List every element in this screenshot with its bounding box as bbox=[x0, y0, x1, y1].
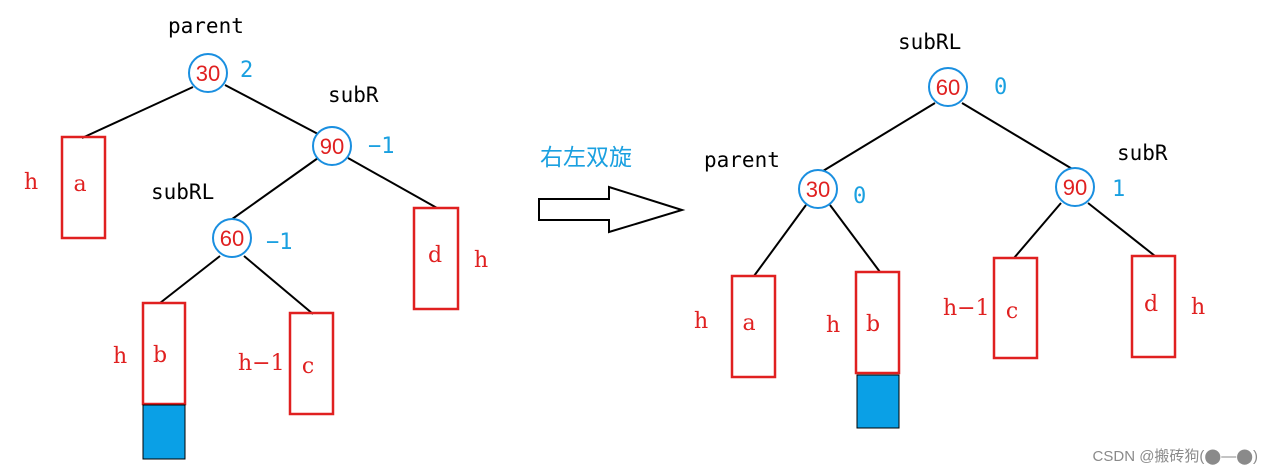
node-30-r-balance: 0 bbox=[853, 184, 866, 209]
node-60-value: 60 bbox=[220, 226, 244, 251]
subtree-d-r-height: h bbox=[1191, 295, 1205, 320]
node-90 bbox=[312, 126, 352, 166]
subtree-c bbox=[288, 311, 335, 416]
node-60-balance: −1 bbox=[266, 230, 293, 255]
subtree-a-height: h bbox=[24, 170, 38, 195]
left-tree: 30 2 parent 90 −1 subR 60 −1 subRL a h d… bbox=[24, 14, 488, 460]
subtree-b-r bbox=[854, 270, 901, 375]
rotation-arrow: 右左双旋 bbox=[538, 145, 686, 234]
node-90-r-value: 90 bbox=[1063, 175, 1087, 200]
parent-label: parent bbox=[168, 14, 244, 38]
node-60-r-value: 60 bbox=[936, 75, 960, 100]
subtree-d-r bbox=[1130, 254, 1177, 359]
node-60-r bbox=[928, 67, 968, 107]
node-90-r-balance: 1 bbox=[1112, 177, 1125, 202]
subtree-d-letter: d bbox=[428, 243, 442, 268]
subtree-b-letter: b bbox=[153, 343, 167, 368]
inserted-block bbox=[142, 404, 186, 460]
subR-label: subR bbox=[328, 83, 379, 107]
node-30 bbox=[188, 53, 228, 93]
subRL-label-r: subRL bbox=[898, 30, 961, 54]
edge-60-c bbox=[243, 255, 314, 315]
subtree-c-letter: c bbox=[302, 354, 314, 379]
edge-60-90 bbox=[961, 102, 1075, 171]
subtree-c-height: h−1 bbox=[238, 351, 285, 376]
rotation-caption: 右左双旋 bbox=[540, 145, 632, 171]
subRL-label: subRL bbox=[151, 180, 214, 204]
subtree-a bbox=[60, 135, 107, 240]
subtree-d-height: h bbox=[474, 248, 488, 273]
edge-60-b bbox=[159, 255, 221, 304]
node-30-value: 30 bbox=[196, 61, 220, 86]
node-90-value: 90 bbox=[320, 134, 344, 159]
edge-30-a-r bbox=[753, 204, 807, 277]
subtree-a-r bbox=[730, 274, 777, 379]
node-60-r-balance: 0 bbox=[994, 75, 1007, 100]
subtree-b-r-height: h bbox=[826, 313, 840, 338]
subR-label-r: subR bbox=[1117, 141, 1168, 165]
node-90-r bbox=[1055, 167, 1095, 207]
edge-30-a bbox=[81, 86, 194, 139]
node-30-balance: 2 bbox=[240, 58, 253, 83]
watermark: CSDN @搬砖狗(⬤—⬤) bbox=[1093, 448, 1258, 465]
inserted-block-r bbox=[856, 374, 900, 429]
subtree-c-r bbox=[992, 256, 1039, 360]
right-arrow-icon bbox=[538, 185, 686, 234]
subtree-c-r-letter: c bbox=[1006, 299, 1018, 324]
node-30-r bbox=[798, 169, 838, 209]
subtree-d-r-letter: d bbox=[1144, 292, 1158, 317]
edge-90-d-r bbox=[1087, 202, 1156, 257]
edge-90-d bbox=[347, 157, 438, 209]
subtree-a-r-letter: a bbox=[742, 311, 755, 336]
right-tree: 60 0 subRL 30 0 parent 90 1 subR a h b h… bbox=[694, 30, 1205, 429]
subtree-a-letter: a bbox=[73, 172, 86, 197]
edge-90-c-r bbox=[1013, 202, 1062, 259]
node-90-balance: −1 bbox=[368, 134, 395, 159]
node-30-r-value: 30 bbox=[806, 177, 830, 202]
subtree-c-r-height: h−1 bbox=[943, 296, 990, 321]
subtree-b-height: h bbox=[113, 344, 127, 369]
edge-60-30 bbox=[817, 102, 936, 175]
subtree-d bbox=[412, 206, 460, 311]
node-60 bbox=[212, 218, 252, 258]
subtree-a-r-height: h bbox=[694, 309, 708, 334]
edge-90-60 bbox=[227, 157, 319, 223]
subtree-b-r-letter: b bbox=[866, 312, 880, 337]
edge-30-90 bbox=[224, 84, 319, 135]
edge-30-b-r bbox=[829, 204, 881, 273]
parent-label-r: parent bbox=[704, 148, 780, 172]
subtree-b bbox=[141, 301, 187, 406]
